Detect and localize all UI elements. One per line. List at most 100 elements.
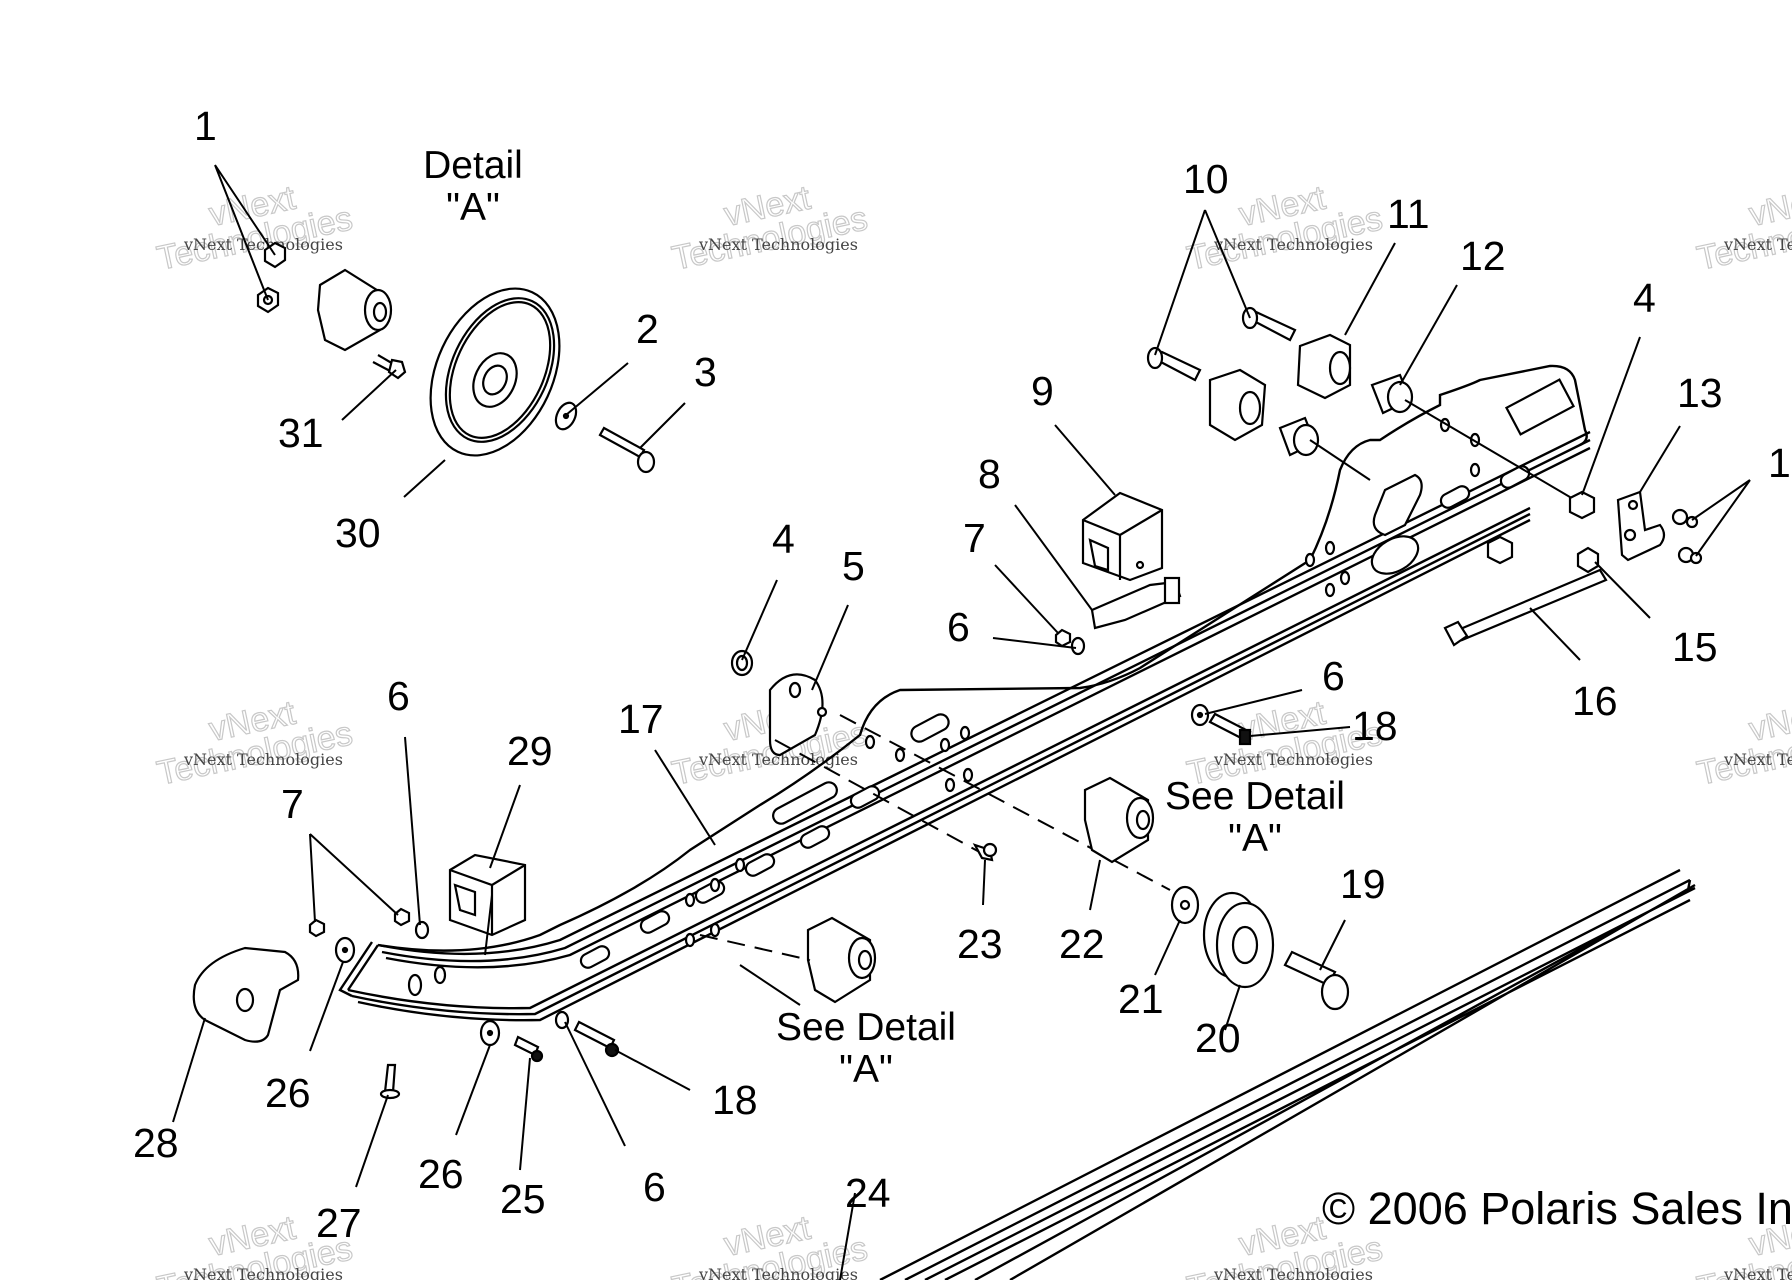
plate-5 bbox=[768, 673, 828, 757]
watermark: Technologies vNext vNext Technologies bbox=[153, 693, 356, 793]
callout-18: 18 bbox=[712, 1077, 758, 1123]
callout-6: 6 bbox=[1322, 653, 1345, 699]
callouts: 1 2 3 4 4 5 6 6 6 6 7 7 8 9 10 11 12 13 … bbox=[133, 103, 1791, 1246]
rail-slots bbox=[579, 378, 1576, 969]
see-detail-a-label: See Detail "A" bbox=[776, 1006, 956, 1091]
block-29 bbox=[448, 853, 527, 937]
svg-text:vNext Technologies: vNext Technologies bbox=[698, 235, 858, 254]
detail-label-a: Detail "A" bbox=[423, 144, 523, 229]
axle-block-see-detail bbox=[806, 916, 877, 1004]
callout-18: 18 bbox=[1352, 703, 1398, 749]
callout-19: 19 bbox=[1340, 861, 1386, 907]
callout-10: 10 bbox=[1183, 156, 1229, 202]
callout-11: 11 bbox=[1387, 191, 1430, 237]
washer-26-front bbox=[334, 936, 356, 964]
watermark: Technologies vNext vNext Technologies bbox=[668, 178, 871, 278]
svg-text:Detail: Detail bbox=[423, 144, 523, 187]
callout-25: 25 bbox=[500, 1176, 546, 1222]
svg-text:vNext Technologies: vNext Technologies bbox=[1723, 750, 1792, 769]
callout-9: 9 bbox=[1031, 368, 1054, 414]
nut-15 bbox=[1576, 546, 1600, 574]
svg-text:vNext Technologies: vNext Technologies bbox=[698, 1265, 858, 1280]
callout-29: 29 bbox=[507, 728, 553, 774]
svg-text:vNext Technologies: vNext Technologies bbox=[183, 235, 343, 254]
bolt-18-front bbox=[573, 1020, 620, 1058]
wear-strip bbox=[879, 868, 1696, 1280]
callout-4: 4 bbox=[772, 516, 795, 562]
svg-text:vNext Technologies: vNext Technologies bbox=[1213, 235, 1373, 254]
svg-text:"A": "A" bbox=[839, 1048, 893, 1091]
callout-3: 3 bbox=[694, 349, 717, 395]
callout-24: 24 bbox=[845, 1170, 891, 1216]
callout-8: 8 bbox=[978, 451, 1001, 497]
callout-7: 7 bbox=[281, 781, 304, 827]
svg-text:vNext Technologies: vNext Technologies bbox=[1213, 750, 1373, 769]
screw-23 bbox=[972, 842, 998, 862]
callout-21: 21 bbox=[1118, 976, 1164, 1022]
svg-text:"A": "A" bbox=[1228, 817, 1282, 860]
nut-4-left bbox=[730, 649, 754, 677]
callout-7: 7 bbox=[963, 515, 986, 561]
washer-21 bbox=[1170, 885, 1200, 925]
callout-2: 2 bbox=[636, 306, 659, 352]
suspension-rail bbox=[338, 364, 1591, 1022]
slider-8 bbox=[1090, 576, 1182, 630]
idler-wheel-30 bbox=[429, 287, 561, 457]
washer-2 bbox=[554, 401, 578, 431]
bolt-19 bbox=[1283, 950, 1350, 1011]
svg-text:See Detail: See Detail bbox=[1165, 775, 1345, 818]
dashed-axis-bottom bbox=[699, 934, 811, 961]
svg-text:vNext: vNext bbox=[1746, 694, 1792, 749]
svg-text:vNext Technologies: vNext Technologies bbox=[1213, 1265, 1373, 1280]
dashed-axis-upper bbox=[1309, 399, 1576, 501]
callout-27: 27 bbox=[316, 1200, 362, 1246]
axle-block-22 bbox=[1083, 776, 1155, 864]
axle-block bbox=[316, 268, 393, 352]
bumper-28 bbox=[192, 946, 300, 1043]
callout-6: 6 bbox=[387, 673, 410, 719]
callout-31: 31 bbox=[278, 410, 324, 456]
wheel-20 bbox=[1202, 891, 1275, 989]
washer-6-front bbox=[414, 920, 430, 940]
watermark: Technologies vNext vNext Technologies bbox=[1693, 178, 1792, 278]
washer-26-rear bbox=[479, 1019, 501, 1047]
watermark: Technologies vNext vNext Technologies bbox=[1693, 693, 1792, 793]
rail-stop-plate bbox=[1372, 473, 1423, 537]
svg-text:vNext Technologies: vNext Technologies bbox=[183, 1265, 343, 1280]
spacer-11 bbox=[1208, 333, 1352, 442]
bracket-13 bbox=[1616, 490, 1666, 562]
callout-12: 12 bbox=[1460, 233, 1506, 279]
callout-20: 20 bbox=[1195, 1015, 1241, 1061]
watermark: Technologies vNext vNext Technologies bbox=[153, 178, 356, 278]
callout-1: 1 bbox=[194, 103, 217, 149]
leader-lines bbox=[172, 164, 1751, 1280]
callout-16: 16 bbox=[1572, 678, 1618, 724]
bolt-31 bbox=[372, 354, 407, 380]
svg-text:"A": "A" bbox=[446, 186, 500, 229]
bolt-10 bbox=[1146, 306, 1297, 382]
nut-4-right bbox=[1486, 490, 1596, 565]
callout-22: 22 bbox=[1059, 921, 1105, 967]
callout-13: 13 bbox=[1677, 370, 1723, 416]
svg-text:vNext Technologies: vNext Technologies bbox=[1723, 235, 1792, 254]
svg-text:vNext Technologies: vNext Technologies bbox=[698, 750, 858, 769]
callout-5: 5 bbox=[842, 543, 865, 589]
bolt-16 bbox=[1443, 568, 1608, 647]
watermark: Technologies vNext vNext Technologies bbox=[668, 693, 871, 793]
callout-4: 4 bbox=[1633, 275, 1656, 321]
screw-14 bbox=[1671, 508, 1703, 565]
rail-holes bbox=[407, 417, 1481, 997]
rivet-27 bbox=[379, 1063, 401, 1100]
svg-text:vNext Technologies: vNext Technologies bbox=[183, 750, 343, 769]
callout-15: 15 bbox=[1672, 624, 1718, 670]
svg-text:vNext Technologies: vNext Technologies bbox=[1723, 1265, 1792, 1280]
callout-26: 26 bbox=[265, 1070, 311, 1116]
nut-7-front bbox=[308, 907, 411, 938]
bolt-25 bbox=[513, 1035, 544, 1063]
washer-6-right bbox=[1190, 703, 1210, 727]
callout-28: 28 bbox=[133, 1120, 179, 1166]
block-9 bbox=[1081, 491, 1164, 582]
svg-text:vNext: vNext bbox=[1746, 179, 1792, 234]
callout-17: 17 bbox=[618, 696, 664, 742]
